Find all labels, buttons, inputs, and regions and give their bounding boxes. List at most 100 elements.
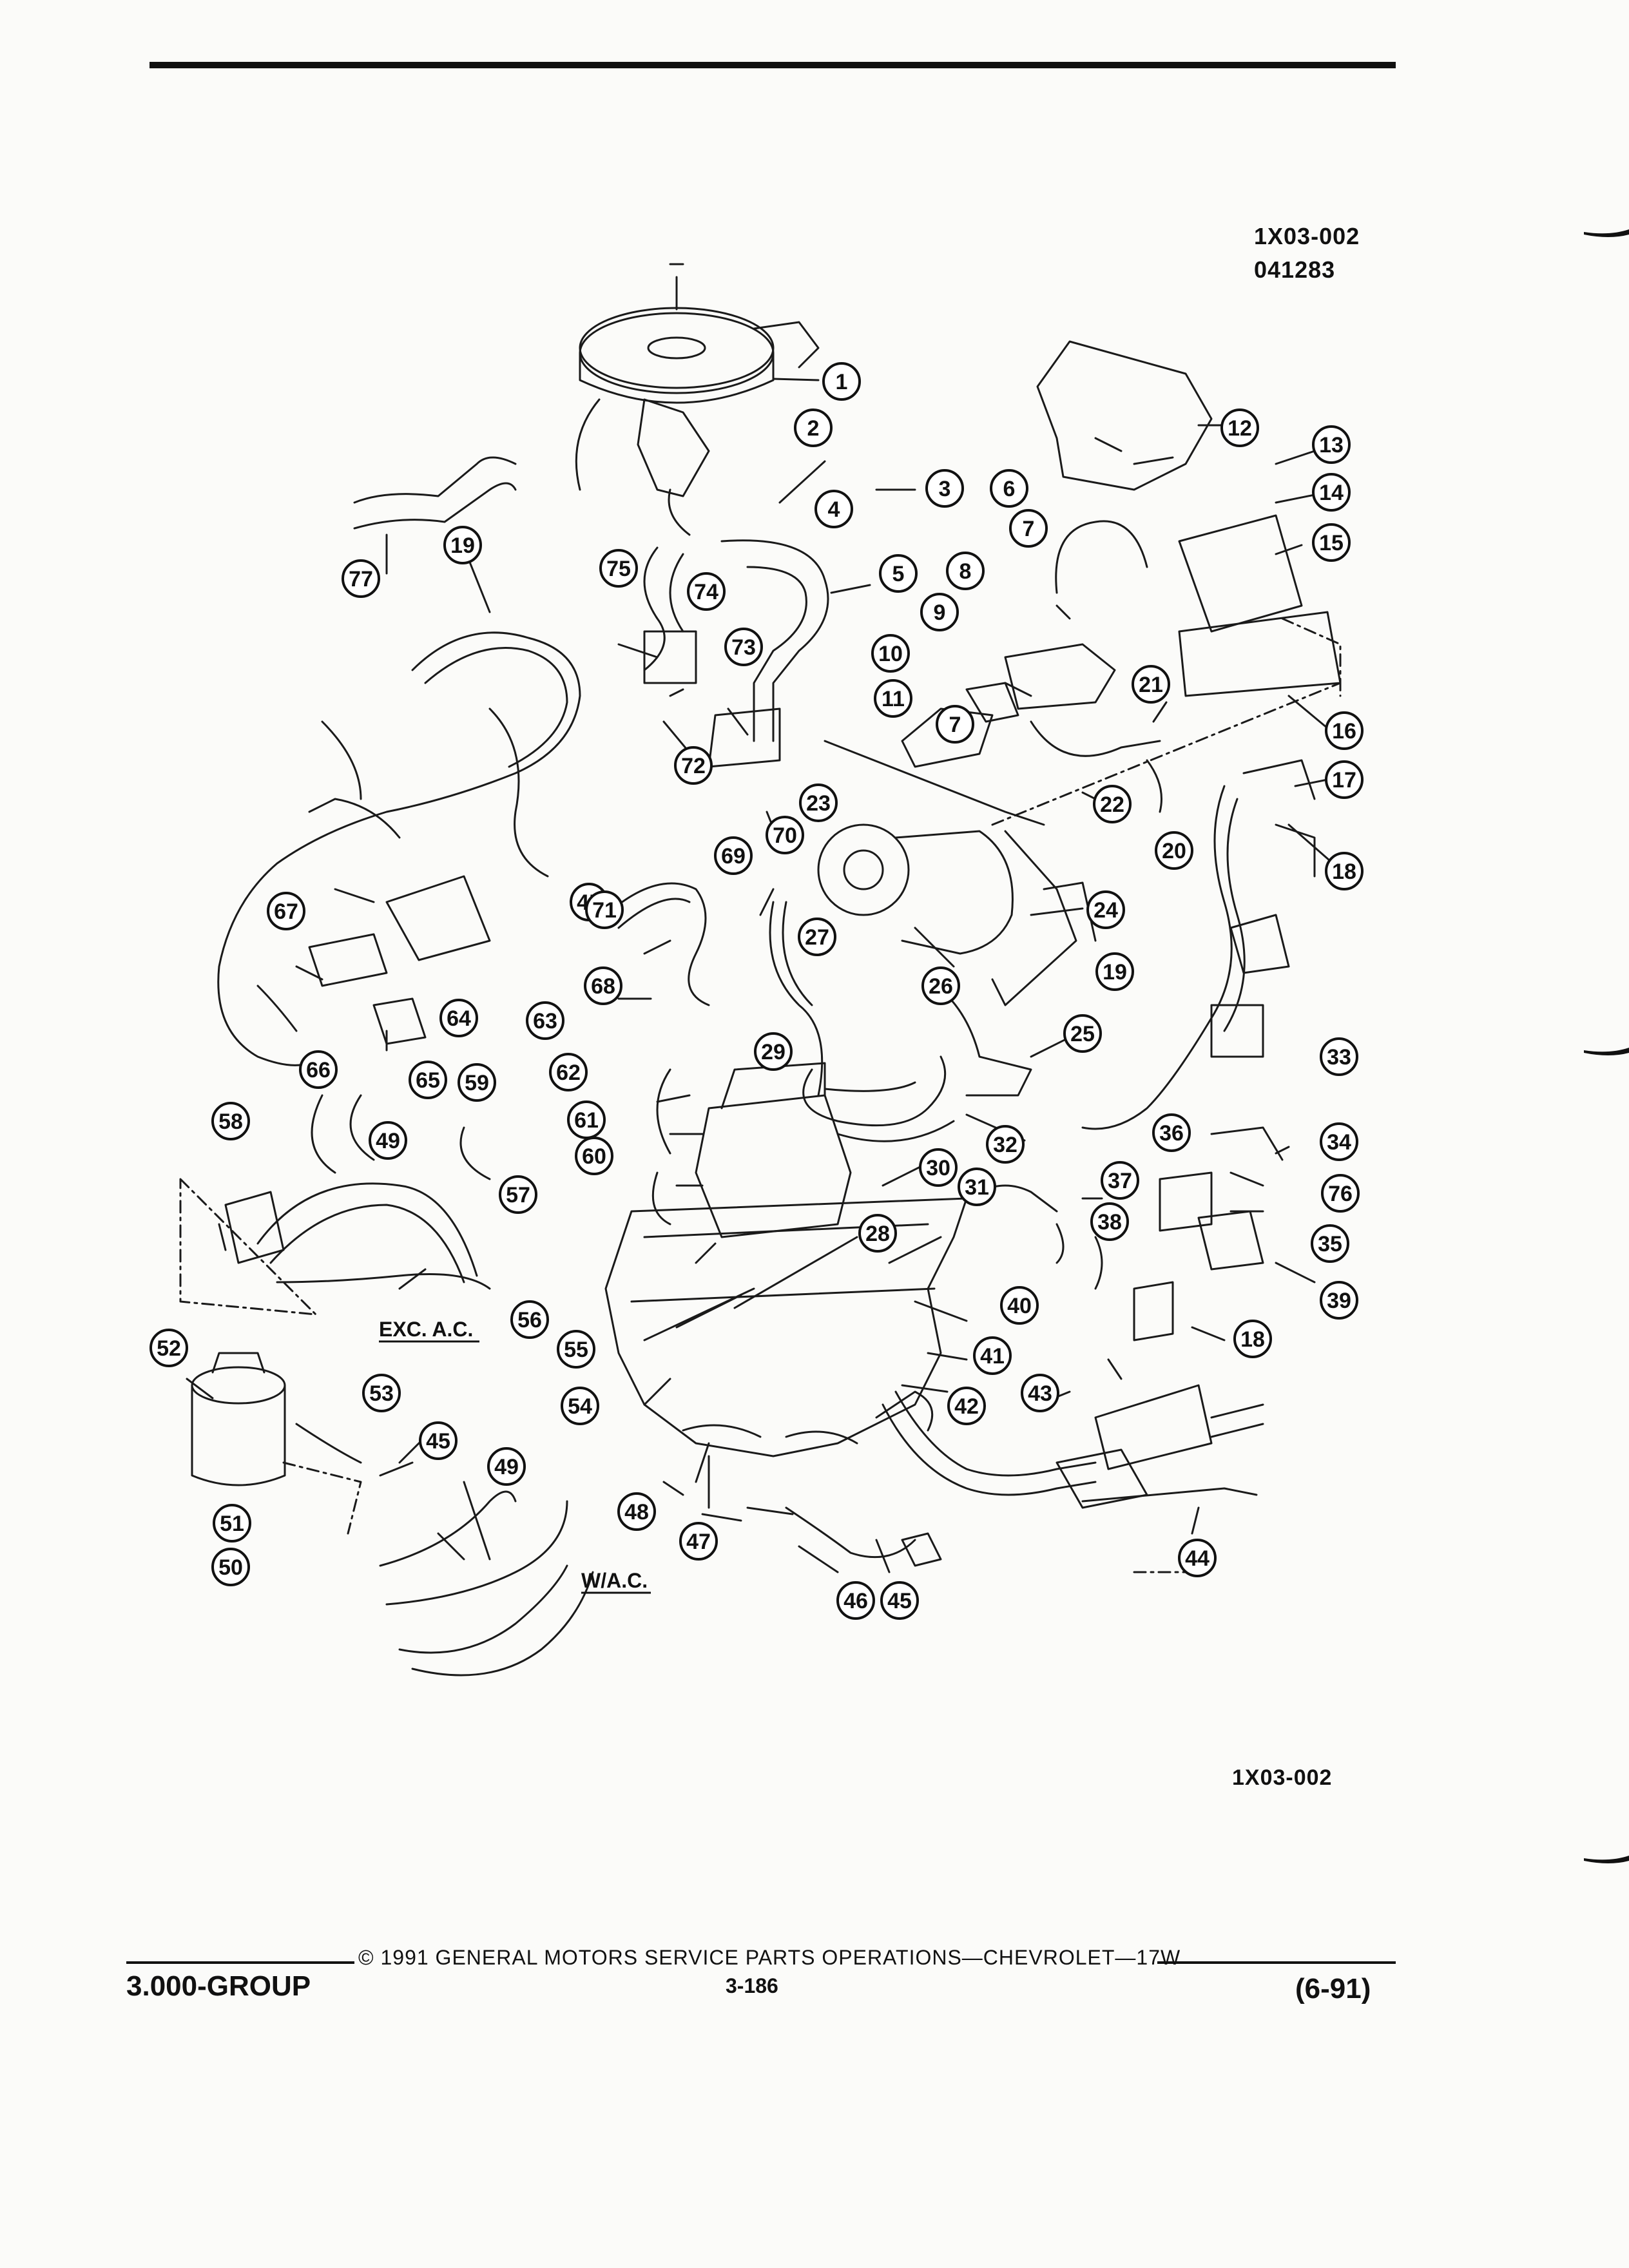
svg-text:33: 33: [1327, 1045, 1351, 1070]
callout: 44: [1178, 1539, 1217, 1577]
callout: 51: [213, 1504, 251, 1542]
svg-text:23: 23: [806, 791, 831, 816]
callout: 77: [342, 559, 380, 598]
svg-text:72: 72: [681, 754, 706, 778]
svg-text:16: 16: [1332, 719, 1356, 744]
svg-text:15: 15: [1319, 531, 1344, 555]
exc-ac-label: EXC. A.C.: [379, 1318, 473, 1341]
callout: 3: [925, 469, 964, 508]
callout: 41: [973, 1336, 1012, 1375]
callout: 71: [585, 890, 624, 929]
callout: 30: [919, 1148, 958, 1187]
callout: 36: [1152, 1113, 1191, 1152]
callout: 66: [299, 1050, 338, 1089]
svg-text:42: 42: [954, 1394, 979, 1419]
svg-text:22: 22: [1100, 793, 1124, 817]
callout: 46: [836, 1581, 875, 1620]
footer-group: 3.000-GROUP: [126, 1970, 311, 2002]
svg-text:28: 28: [865, 1222, 890, 1246]
callout: 19: [1095, 952, 1134, 991]
svg-text:73: 73: [731, 635, 756, 660]
callout: 55: [557, 1330, 595, 1369]
svg-text:26: 26: [929, 974, 953, 999]
margin-mark: [1584, 1048, 1629, 1055]
callout: 5: [879, 554, 918, 593]
callout: 10: [871, 634, 910, 673]
svg-text:48: 48: [624, 1500, 649, 1524]
callout: 19: [443, 526, 482, 564]
callout: 42: [947, 1387, 986, 1425]
callout: 15: [1312, 523, 1351, 562]
callout: 47: [679, 1522, 718, 1561]
svg-text:21: 21: [1139, 673, 1163, 697]
svg-text:76: 76: [1328, 1182, 1353, 1206]
callout: 50: [211, 1548, 250, 1586]
svg-text:75: 75: [606, 557, 631, 581]
svg-text:54: 54: [568, 1394, 592, 1419]
callout: 52: [149, 1329, 188, 1367]
svg-text:52: 52: [157, 1336, 181, 1361]
callout: 61: [567, 1100, 606, 1139]
svg-text:7: 7: [1023, 517, 1035, 541]
callout: 32: [986, 1125, 1025, 1164]
callout: 75: [599, 549, 638, 588]
callout: 14: [1312, 473, 1351, 512]
svg-text:5: 5: [892, 562, 905, 586]
callout: 63: [526, 1001, 564, 1040]
callout: 70: [766, 816, 804, 854]
svg-text:7: 7: [949, 713, 961, 737]
svg-text:39: 39: [1327, 1289, 1351, 1313]
svg-text:49: 49: [376, 1129, 400, 1153]
svg-text:4: 4: [828, 497, 840, 522]
callout: 65: [409, 1061, 447, 1099]
footer-rule-right: [1157, 1961, 1396, 1964]
svg-text:61: 61: [574, 1108, 599, 1133]
callout: 24: [1086, 890, 1125, 929]
figure-reference: 1X03-002: [1254, 223, 1360, 249]
callout: 40: [1000, 1286, 1039, 1325]
callout: 12: [1220, 408, 1259, 447]
svg-text:60: 60: [582, 1144, 606, 1169]
svg-text:14: 14: [1319, 481, 1344, 505]
callout: 74: [687, 572, 726, 611]
svg-text:41: 41: [980, 1344, 1005, 1369]
callout: 13: [1312, 425, 1351, 464]
callout: 54: [561, 1387, 599, 1425]
svg-text:58: 58: [218, 1110, 243, 1134]
svg-text:69: 69: [721, 844, 746, 869]
svg-text:38: 38: [1097, 1210, 1122, 1235]
callout: 31: [958, 1168, 996, 1206]
svg-text:1: 1: [836, 370, 848, 394]
svg-text:19: 19: [450, 533, 475, 558]
page-number: 3-186: [726, 1974, 778, 1997]
callout: 2: [794, 408, 833, 447]
callout: 11: [874, 679, 912, 718]
svg-text:2: 2: [807, 416, 820, 441]
svg-text:59: 59: [465, 1071, 489, 1095]
callout: 22: [1093, 785, 1132, 823]
callout: 49: [369, 1121, 407, 1160]
svg-text:8: 8: [959, 559, 972, 584]
svg-text:45: 45: [887, 1589, 912, 1613]
figure-reference-bottom: 1X03-002: [1232, 1765, 1333, 1790]
callout: 18: [1325, 852, 1364, 890]
callout: 49: [487, 1447, 526, 1486]
callout: 26: [921, 966, 960, 1005]
svg-text:65: 65: [416, 1068, 440, 1093]
svg-text:20: 20: [1162, 839, 1186, 863]
callout: 58: [211, 1102, 250, 1140]
svg-text:67: 67: [274, 899, 298, 924]
svg-text:17: 17: [1332, 768, 1356, 793]
callout: 29: [754, 1032, 793, 1071]
callout: 27: [798, 918, 836, 956]
callout: 59: [458, 1063, 496, 1102]
callout: 34: [1320, 1122, 1358, 1161]
svg-text:36: 36: [1159, 1121, 1184, 1146]
callout: 62: [549, 1053, 588, 1091]
callout: 28: [858, 1214, 897, 1253]
svg-text:34: 34: [1327, 1130, 1351, 1155]
svg-text:45: 45: [426, 1429, 450, 1454]
svg-text:40: 40: [1007, 1294, 1032, 1318]
callout: 8: [946, 552, 985, 590]
svg-text:35: 35: [1318, 1232, 1342, 1256]
